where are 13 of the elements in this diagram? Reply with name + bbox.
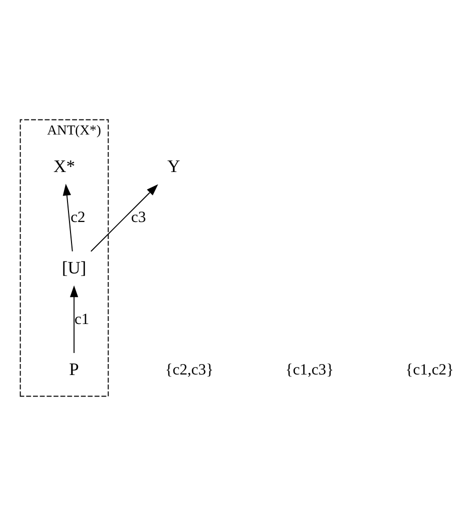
- arrow: [70, 284, 78, 353]
- node-text: P: [69, 358, 79, 379]
- node-text: X*: [54, 155, 76, 176]
- edge-label: c1: [74, 310, 90, 328]
- edge-label: c3: [131, 208, 146, 226]
- label: {c2,c3}: [165, 361, 214, 378]
- edge-label: c2: [70, 208, 86, 226]
- label: {c1,c3}: [285, 361, 334, 378]
- node-text: [U]: [62, 257, 86, 278]
- node-text: Y: [167, 155, 180, 176]
- label: {c1,c2}: [406, 361, 454, 378]
- arrow: [62, 183, 73, 252]
- arrow: [90, 184, 158, 252]
